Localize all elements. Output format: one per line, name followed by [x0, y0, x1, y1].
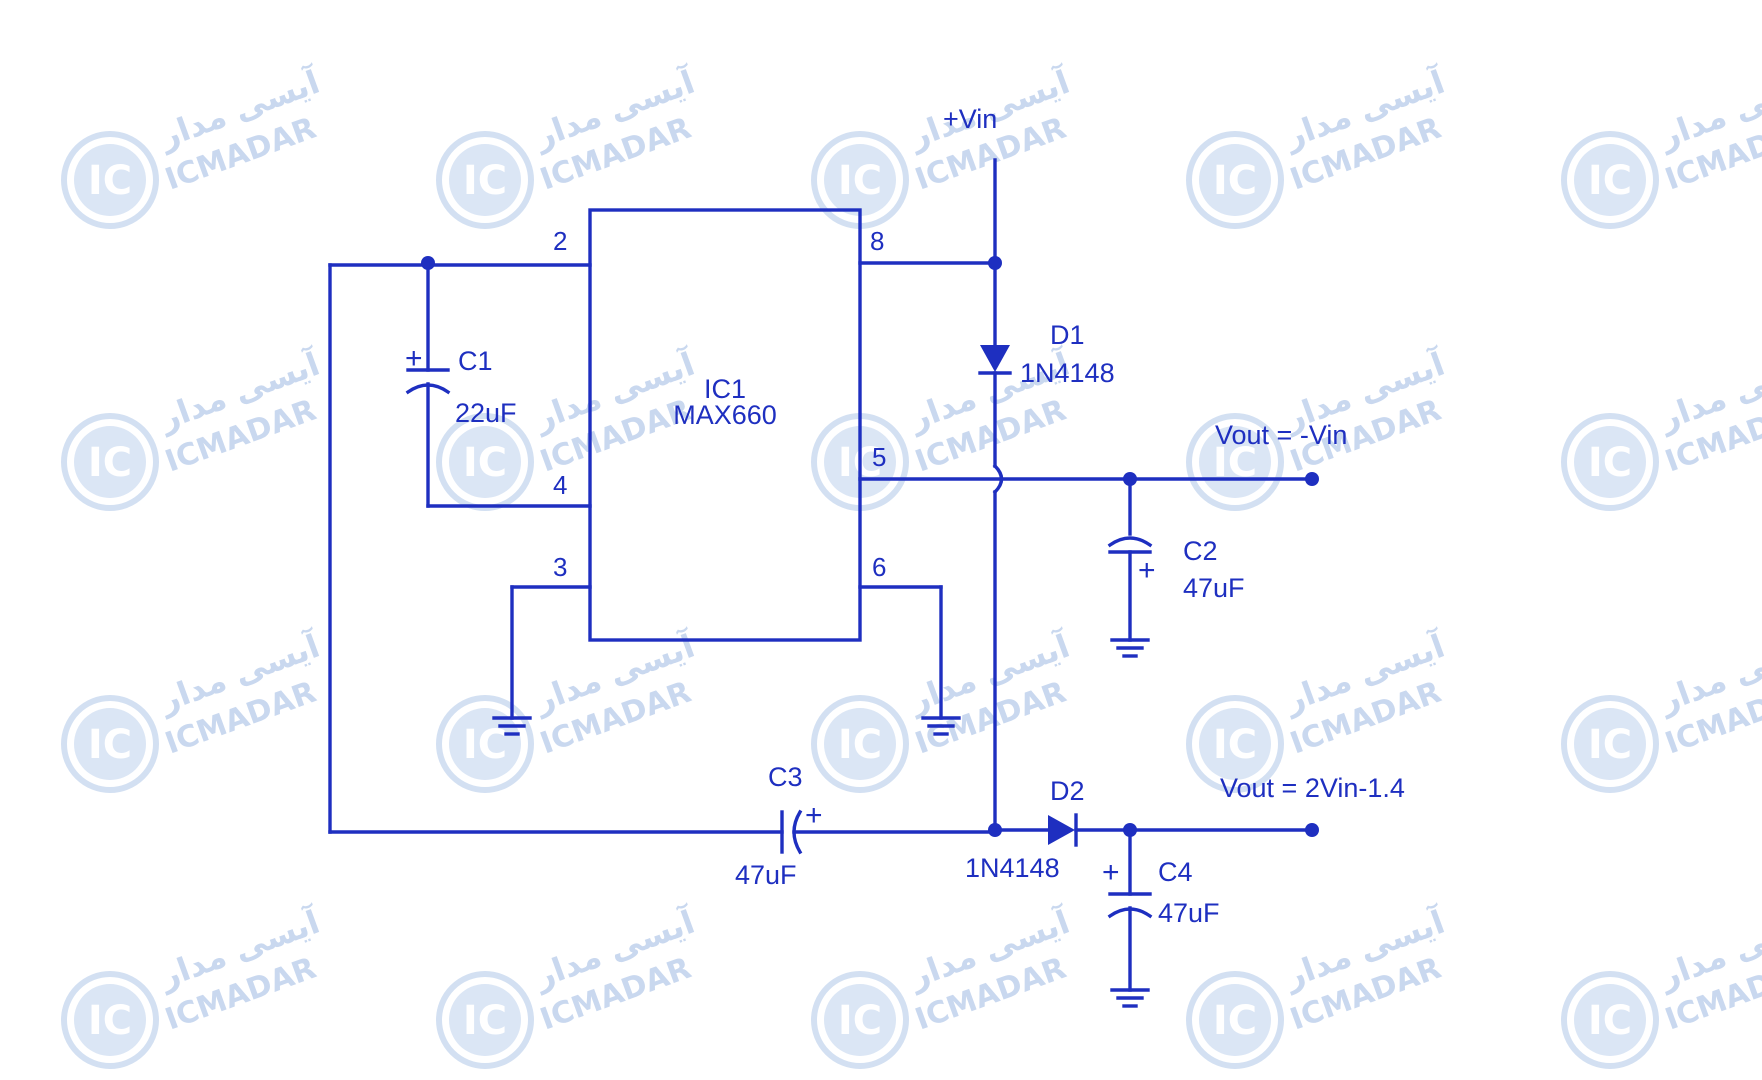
svg-text:IC: IC	[1588, 998, 1632, 1044]
ground-symbol-c4	[1110, 988, 1150, 1008]
d2-ref-label: D2	[1050, 776, 1085, 806]
c1-ref-label: C1	[458, 346, 493, 376]
d2-value-label: 1N4148	[965, 853, 1060, 883]
c2-plate-negative	[1107, 536, 1153, 548]
svg-text:IC: IC	[1588, 722, 1632, 768]
pin-label-6: 6	[872, 552, 886, 582]
vin-label: +Vin	[943, 104, 997, 134]
c2-ref-label: C2	[1183, 536, 1218, 566]
svg-text:IC: IC	[88, 998, 132, 1044]
d1-ref-label: D1	[1050, 320, 1085, 350]
d2-anode-triangle	[1048, 815, 1075, 845]
c2-polarity-plus: +	[1138, 554, 1156, 587]
svg-text:IC: IC	[463, 158, 507, 204]
svg-text:IC: IC	[1213, 998, 1257, 1044]
c2-value-label: 47uF	[1183, 573, 1245, 603]
ground-symbol-pin6	[921, 716, 961, 736]
ic-body	[588, 208, 862, 642]
svg-text:IC: IC	[1588, 440, 1632, 486]
svg-text:IC: IC	[463, 440, 507, 486]
c1-value-label: 22uF	[455, 398, 517, 428]
ground-symbol-c2	[1110, 638, 1150, 658]
pin-label-3: 3	[553, 552, 567, 582]
svg-text:IC: IC	[88, 440, 132, 486]
c4-ref-label: C4	[1158, 857, 1193, 887]
terminal-vout-neg[interactable]	[1305, 472, 1319, 486]
ground-symbol-pin3	[492, 716, 532, 736]
svg-text:IC: IC	[838, 722, 882, 768]
c3-polarity-plus: +	[805, 799, 823, 832]
c1-polarity-plus: +	[405, 342, 423, 375]
svg-text:IC: IC	[463, 998, 507, 1044]
c4-value-label: 47uF	[1158, 898, 1220, 928]
svg-text:IC: IC	[838, 158, 882, 204]
svg-text:IC: IC	[1213, 158, 1257, 204]
ic-part-label: MAX660	[673, 400, 777, 430]
vout-double-label: Vout = 2Vin-1.4	[1220, 773, 1405, 803]
terminal-vout-double[interactable]	[1305, 823, 1319, 837]
svg-text:IC: IC	[88, 722, 132, 768]
c3-ref-label: C3	[768, 762, 803, 792]
pin-label-8: 8	[870, 226, 884, 256]
svg-text:IC: IC	[463, 722, 507, 768]
c4-polarity-plus: +	[1102, 856, 1120, 889]
junction-vin	[988, 256, 1002, 270]
svg-text:IC: IC	[1588, 158, 1632, 204]
svg-text:IC: IC	[1213, 722, 1257, 768]
pin-label-2: 2	[553, 226, 567, 256]
d1-value-label: 1N4148	[1020, 358, 1115, 388]
pin-label-4: 4	[553, 470, 567, 500]
pin-label-5: 5	[872, 442, 886, 472]
svg-text:IC: IC	[838, 998, 882, 1044]
vout-neg-label: Vout = -Vin	[1215, 420, 1347, 450]
svg-text:IC: IC	[88, 158, 132, 204]
ic-ref-label: IC1	[704, 374, 746, 404]
c3-value-label: 47uF	[735, 860, 797, 890]
d1-anode-triangle	[980, 345, 1010, 372]
